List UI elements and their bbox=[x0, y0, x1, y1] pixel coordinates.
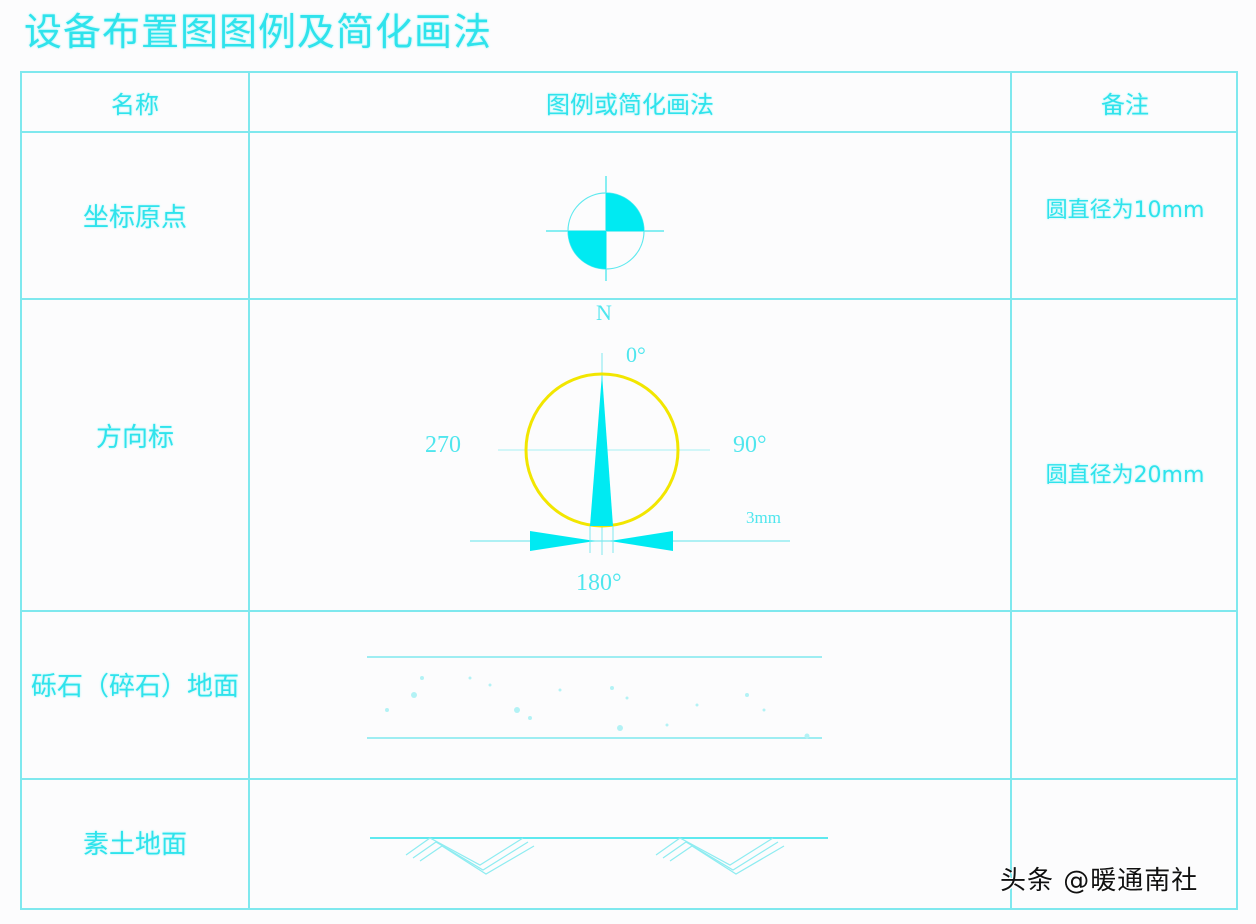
degree-270-label: 270 bbox=[425, 432, 461, 458]
legend-table: 名称 图例或简化画法 备注 坐标原点 圆直径为10mm 方向标 圆直径为20mm… bbox=[20, 71, 1238, 910]
divider bbox=[22, 131, 1236, 133]
dimension-label: 3mm bbox=[746, 508, 781, 527]
watermark: 头条 @暖通南社 bbox=[1000, 866, 1199, 896]
row-name-plain-soil-ground: 素土地面 bbox=[82, 830, 187, 860]
degree-90-label: 90° bbox=[733, 432, 767, 458]
header-name: 名称 bbox=[111, 90, 159, 119]
degree-180-label: 180° bbox=[576, 570, 622, 596]
header-note: 备注 bbox=[1101, 90, 1149, 119]
plain-soil-ground-hatch bbox=[370, 837, 828, 875]
degree-0-label: 0° bbox=[626, 342, 646, 367]
north-arrow-symbol bbox=[470, 353, 790, 555]
divider bbox=[22, 778, 1236, 780]
row-note-gravel-ground bbox=[1012, 612, 1238, 778]
row-name-gravel-ground: 砾石（碎石）地面 bbox=[30, 672, 239, 702]
gravel-ground-hatch bbox=[367, 656, 822, 739]
divider bbox=[1010, 73, 1012, 908]
divider bbox=[22, 298, 1236, 300]
page-title: 设备布置图图例及简化画法 bbox=[24, 10, 493, 54]
row-name-north-arrow: 方向标 bbox=[95, 422, 174, 453]
header-symbol: 图例或简化画法 bbox=[546, 90, 714, 119]
row-note-north-arrow: 圆直径为20mm bbox=[1045, 462, 1205, 488]
coordinate-origin-symbol bbox=[546, 176, 664, 281]
divider bbox=[248, 73, 250, 908]
divider bbox=[22, 610, 1236, 612]
row-note-coordinate-origin: 圆直径为10mm bbox=[1045, 198, 1205, 223]
row-name-coordinate-origin: 坐标原点 bbox=[82, 203, 187, 233]
north-label: N bbox=[596, 300, 612, 325]
